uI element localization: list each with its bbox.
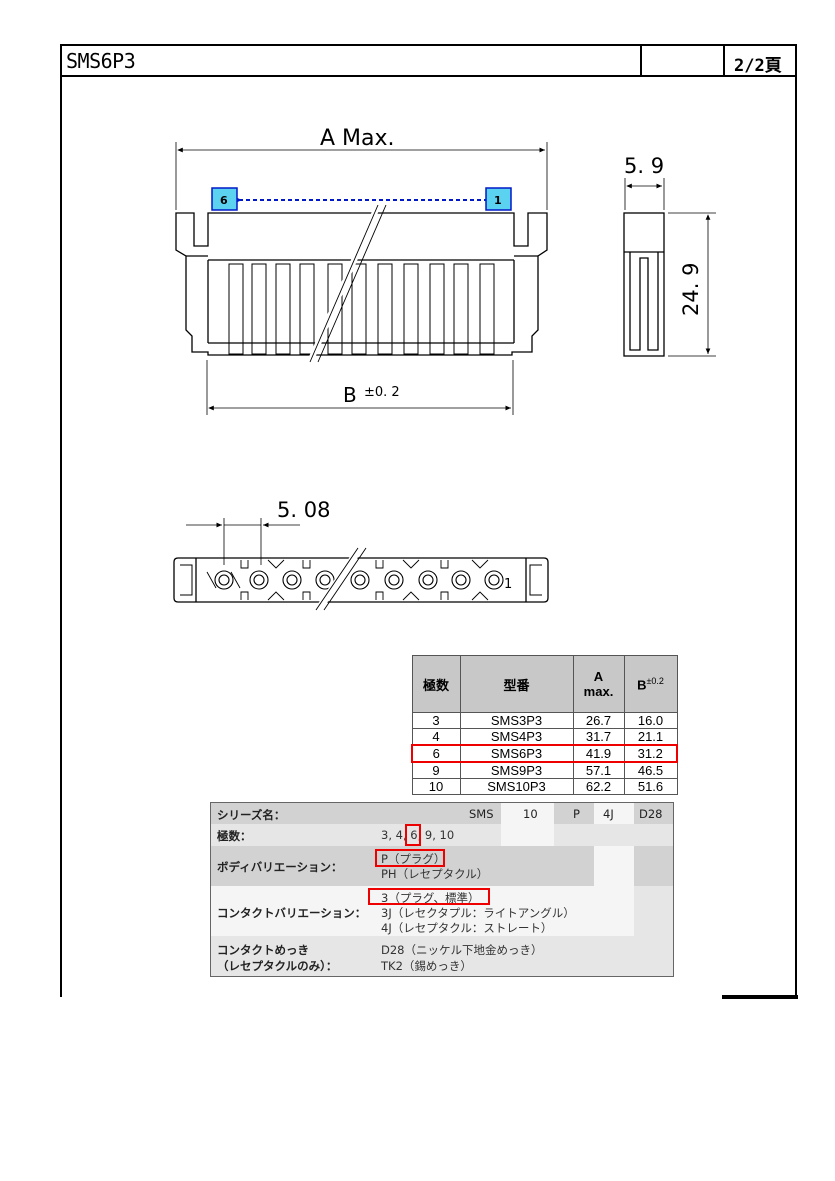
dim-b-label: B <box>343 383 357 407</box>
contact-value-straight: 4J（レセプタクル：ストレート） <box>381 921 553 935</box>
plating-value-gold: D28（ニッケル下地金めっき） <box>381 943 543 957</box>
cell-poles: 4 <box>411 728 461 746</box>
dimension-table: 極数 型番 A max. B±0.2 3 SMS3P3 26.7 16.0 4 … <box>411 655 678 795</box>
poles-value-a: 3, 4, <box>381 828 407 842</box>
col-b-sub: ±0.2 <box>646 675 664 686</box>
cell-b: 31.2 <box>623 744 678 763</box>
poles-col-fill <box>501 824 554 846</box>
poles-stripe <box>211 824 673 846</box>
series-label: シリーズ名： <box>217 808 286 822</box>
poles-value-c: , 9, 10 <box>417 828 455 842</box>
contact-label: コンタクトバリエーション： <box>217 906 367 920</box>
dim-a-label: A Max. <box>320 126 395 151</box>
table-row: 9 SMS9P3 57.1 46.5 <box>411 761 678 779</box>
body-col-fill <box>594 846 634 886</box>
pin-one-marker: 1 <box>504 577 512 592</box>
highlight-contact-box <box>368 888 490 905</box>
plating-value-tin: TK2（錫めっき） <box>381 959 472 973</box>
cell-part: SMS9P3 <box>459 761 574 779</box>
pin-last-number: 6 <box>220 194 228 207</box>
cell-b: 51.6 <box>623 778 678 795</box>
table-row: 4 SMS4P3 31.7 21.1 <box>411 728 678 746</box>
cell-a: 62.2 <box>572 778 625 795</box>
col-a-label: A <box>593 669 604 684</box>
col-b: B±0.2 <box>623 655 678 713</box>
cell-poles: 3 <box>411 712 461 729</box>
contact-value-right-angle: 3J（レセクタプル：ライトアングル） <box>381 906 575 920</box>
cell-b: 21.1 <box>623 728 678 746</box>
highlight-poles-box <box>405 824 421 846</box>
side-view <box>623 178 716 357</box>
code-contact: 4J <box>603 807 614 821</box>
cell-a: 41.9 <box>572 744 625 763</box>
contact-stripe <box>211 886 634 936</box>
col-a-sub: max. <box>583 684 614 699</box>
pin-first-badge <box>485 187 512 211</box>
code-cell-10 <box>501 803 554 824</box>
cell-part: SMS3P3 <box>459 712 574 729</box>
cell-part: SMS6P3 <box>459 744 574 763</box>
code-plating: D28 <box>639 807 663 821</box>
contact-value-standard: 3（プラグ、標準） <box>381 891 480 905</box>
bottom-view <box>173 518 549 612</box>
order-code-box: シリーズ名： SMS 10 P 4J D28 極数： 3, 4, 6, 9, 1… <box>210 802 674 977</box>
table-row-highlighted: 6 SMS6P3 41.9 31.2 <box>411 744 678 763</box>
front-view <box>175 142 548 415</box>
plating-label-line1: コンタクトめっき <box>217 943 309 957</box>
code-poles: 10 <box>523 807 538 821</box>
body-label: ボディバリエーション： <box>217 860 343 874</box>
title-empty-cell <box>640 46 725 75</box>
col-b-label: B <box>637 677 647 693</box>
highlight-body-box <box>375 849 445 867</box>
table-row: 3 SMS3P3 26.7 16.0 <box>411 712 678 729</box>
cell-a: 31.7 <box>572 728 625 746</box>
col-poles: 極数 <box>411 655 461 713</box>
cell-part: SMS10P3 <box>459 778 574 795</box>
cell-b: 16.0 <box>623 712 678 729</box>
dim-pitch-label: 5. 08 <box>277 498 330 522</box>
poles-values: 3, 4, 6, 9, 10 <box>381 828 454 842</box>
poles-value-selected: 6 <box>410 828 418 842</box>
cell-poles: 6 <box>411 744 461 763</box>
frame-bottom-mark <box>722 995 798 999</box>
code-body: P <box>573 807 580 821</box>
cell-a: 57.1 <box>572 761 625 779</box>
part-number-title: SMS6P3 <box>66 49 136 73</box>
body-value-plug: P（プラグ） <box>381 852 446 866</box>
code-cell-4j <box>594 803 634 824</box>
col-part-number: 型番 <box>459 655 574 713</box>
col-a: A max. <box>572 655 625 713</box>
cell-poles: 10 <box>411 778 461 795</box>
series-stripe <box>211 803 673 824</box>
cell-b: 46.5 <box>623 761 678 779</box>
dim-b-tolerance: ±0. 2 <box>364 385 400 400</box>
title-block: SMS6P3 2/2頁 <box>60 44 797 77</box>
cell-poles: 9 <box>411 761 461 779</box>
body-value-receptacle: PH（レセプタクル） <box>381 867 489 881</box>
page-number: 2/2頁 <box>734 56 782 76</box>
dim-height-label: 24. 9 <box>679 263 703 316</box>
page-number-cell: 2/2頁 <box>723 46 797 76</box>
pin-first-number: 1 <box>494 194 502 207</box>
pin-last-badge <box>211 187 238 211</box>
table-row: 10 SMS10P3 62.2 51.6 <box>411 778 678 795</box>
cell-part: SMS4P3 <box>459 728 574 746</box>
cell-a: 26.7 <box>572 712 625 729</box>
dim-width-label: 5. 9 <box>624 154 664 178</box>
plating-label-line2: （レセプタクルのみ）： <box>217 959 338 973</box>
code-series: SMS <box>469 807 494 821</box>
poles-label: 極数： <box>217 829 252 843</box>
